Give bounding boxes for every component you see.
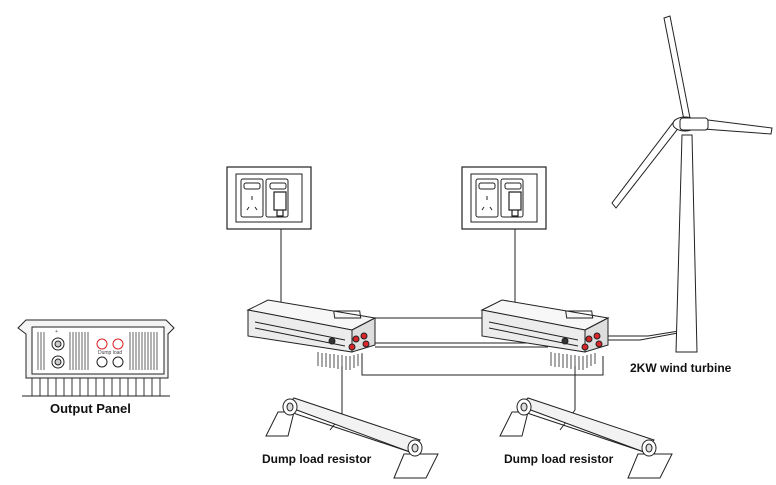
dump-load-resistor-1	[265, 397, 439, 479]
output-panel-label: Output Panel	[50, 401, 131, 416]
terminal-red	[348, 343, 356, 351]
terminal-red	[595, 340, 603, 348]
dump-load-resistor-label-1: Dump load resistor	[262, 452, 372, 466]
wall-socket-1	[226, 166, 312, 230]
dump-load-resistor-2	[499, 397, 673, 479]
dump-load-text: Dump load	[98, 350, 122, 356]
terminal-red	[581, 343, 589, 351]
heat-sink-fins	[550, 352, 596, 370]
wind-turbine-label: 2KW wind turbine	[630, 361, 732, 375]
terminal-black	[561, 337, 569, 345]
terminal-red	[360, 332, 368, 340]
output-panel-illustration	[17, 319, 175, 397]
turbine-tower	[675, 134, 698, 353]
grid-tie-inverter-2	[480, 299, 610, 370]
plus-label: +	[55, 329, 58, 335]
terminal-red	[362, 340, 370, 348]
terminal-red	[585, 335, 593, 343]
dump-load-terminal-right	[112, 338, 124, 350]
wall-socket-2	[461, 166, 547, 230]
turbine-blade-up	[663, 15, 691, 121]
turbine-blade-down-left	[611, 119, 681, 209]
wind-turbine	[611, 15, 773, 353]
grid-tie-inverter-1	[246, 299, 377, 370]
turbine-nacelle	[679, 117, 709, 131]
plug-icon	[508, 191, 522, 217]
dump-load-terminal-left	[96, 338, 108, 350]
dump-load-resistor-label-2: Dump load resistor	[504, 452, 614, 466]
terminal-red	[593, 332, 601, 340]
heat-sink-fins	[317, 352, 363, 370]
plug-icon	[273, 191, 287, 217]
terminal-black	[328, 337, 336, 345]
terminal-red	[352, 335, 360, 343]
